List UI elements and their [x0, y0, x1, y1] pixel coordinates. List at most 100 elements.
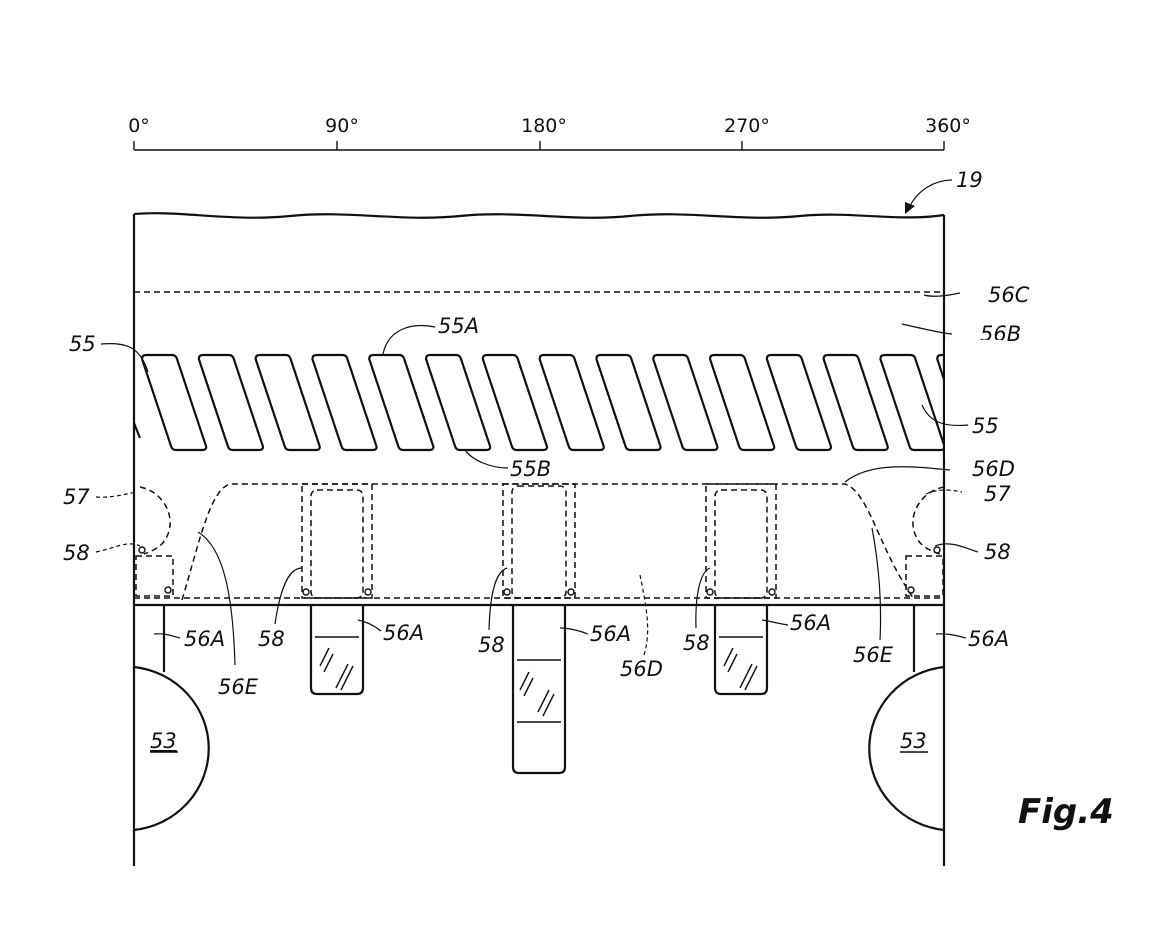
angle-scale: 0° 90° 180° 270° 360°: [128, 115, 971, 151]
scale-label-0: 0°: [128, 115, 150, 137]
leader-57-right: [925, 489, 963, 495]
label-56A-4: 56A: [790, 611, 831, 635]
hatch-tab-3: [723, 647, 758, 691]
leader-56D-center: [639, 574, 649, 656]
label-56A-5: 56A: [968, 627, 1009, 651]
leader-55-left: [100, 342, 149, 373]
hole-p2-right: [567, 588, 575, 596]
leader-58-b3: [695, 567, 711, 629]
leader-56A-4: [761, 619, 789, 626]
slot-55-11: [708, 353, 776, 452]
pocket-3: [705, 483, 777, 599]
recess-57-left: [139, 486, 171, 555]
recess-57-right: [912, 486, 945, 555]
pocket-3-inner: [714, 489, 768, 599]
hatch-tab-2: [519, 671, 555, 717]
hole-p3-left: [706, 588, 714, 596]
slot-55-10: [652, 353, 719, 452]
circle-53-right: [868, 665, 945, 832]
label-55-right: 55: [972, 414, 999, 438]
slot-55-2: [197, 353, 265, 452]
seat-right: [905, 555, 944, 597]
label-56C: 56C: [988, 283, 1030, 307]
slot-55-5: [368, 353, 435, 452]
pocket-2-inner: [511, 485, 567, 599]
label-56D-center: 56D: [620, 657, 663, 681]
leader-58-b2: [488, 567, 508, 631]
slot-55-7: [481, 353, 549, 452]
label-53-left: 53: [150, 729, 177, 753]
pocket-1-inner: [310, 489, 364, 599]
label-58-left: 58: [63, 541, 90, 565]
label-56A-3: 56A: [590, 622, 631, 646]
scale-label-90: 90°: [325, 115, 359, 137]
slot-partial-left: [132, 422, 142, 439]
slot-55-1: [140, 353, 208, 452]
slot-edge-mask: [945, 340, 1005, 460]
hatch-marks: [319, 647, 758, 717]
leader-58-left: [95, 543, 141, 553]
leader-56E-right: [871, 527, 882, 641]
slot-55-4: [311, 353, 378, 452]
label-56A-2: 56A: [383, 621, 424, 645]
leader-56D-right: [844, 466, 951, 483]
ref-19: 19: [905, 168, 983, 214]
label-58-b3: 58: [683, 631, 710, 655]
ref-19-leader: [909, 179, 953, 207]
leader-56A-3: [559, 627, 589, 635]
slot-55-14: [879, 353, 946, 452]
label-57-left: 57: [63, 485, 90, 509]
tab-56A-2: [511, 605, 567, 775]
leader-56B: [901, 323, 953, 335]
scale-label-360: 360°: [925, 115, 971, 137]
leader-56C: [923, 292, 961, 297]
leader-56A-2: [357, 619, 382, 632]
label-56E-left: 56E: [218, 675, 259, 699]
leader-56A-5: [935, 633, 967, 639]
label-55A: 55A: [438, 314, 479, 338]
leader-55-right: [921, 404, 969, 427]
ref-19-arrowhead: [905, 202, 915, 214]
label-58-b1: 58: [258, 627, 285, 651]
label-58-right: 58: [984, 540, 1011, 564]
leader-58-right: [934, 543, 979, 553]
slot-55-6: [424, 353, 492, 452]
pocket-2: [502, 483, 576, 599]
hole-left-top: [138, 546, 146, 554]
tab-56A-3: [713, 605, 769, 696]
scale-label-180: 180°: [521, 115, 567, 137]
label-55-left: 55: [69, 332, 96, 356]
leader-55B: [464, 449, 509, 469]
hole-right-top: [933, 546, 941, 554]
slots-55: [140, 340, 1005, 460]
scale-label-270: 270°: [724, 115, 770, 137]
label-56D-right: 56D: [972, 457, 1015, 481]
hole-p2-left: [503, 588, 511, 596]
label-55B: 55B: [510, 457, 551, 481]
body-outline: [132, 212, 946, 866]
slot-55-8: [538, 353, 605, 452]
pocket-1: [301, 483, 373, 599]
slot-55-3: [254, 353, 321, 452]
leader-56E-left: [197, 531, 236, 666]
slot-55-12: [765, 353, 833, 452]
leader-56A-1: [153, 633, 181, 639]
label-56A-1: 56A: [184, 627, 225, 651]
leader-57-left: [95, 491, 137, 498]
hole-left-bottom: [164, 586, 172, 594]
hole-p1-left: [302, 588, 310, 596]
label-58-b2: 58: [478, 633, 505, 657]
wavy-break-line: [133, 212, 945, 219]
circle-53-left: [133, 665, 210, 832]
hole-right-bottom: [907, 586, 915, 594]
leader-58-b1: [274, 567, 303, 625]
seat-left: [135, 555, 174, 597]
slot-55-13: [822, 353, 889, 452]
hole-p1-right: [364, 588, 372, 596]
tab-56A-1: [309, 605, 365, 696]
boundary-56D: [181, 483, 914, 601]
slot-55-9: [595, 353, 662, 452]
label-56E-right: 56E: [853, 643, 894, 667]
